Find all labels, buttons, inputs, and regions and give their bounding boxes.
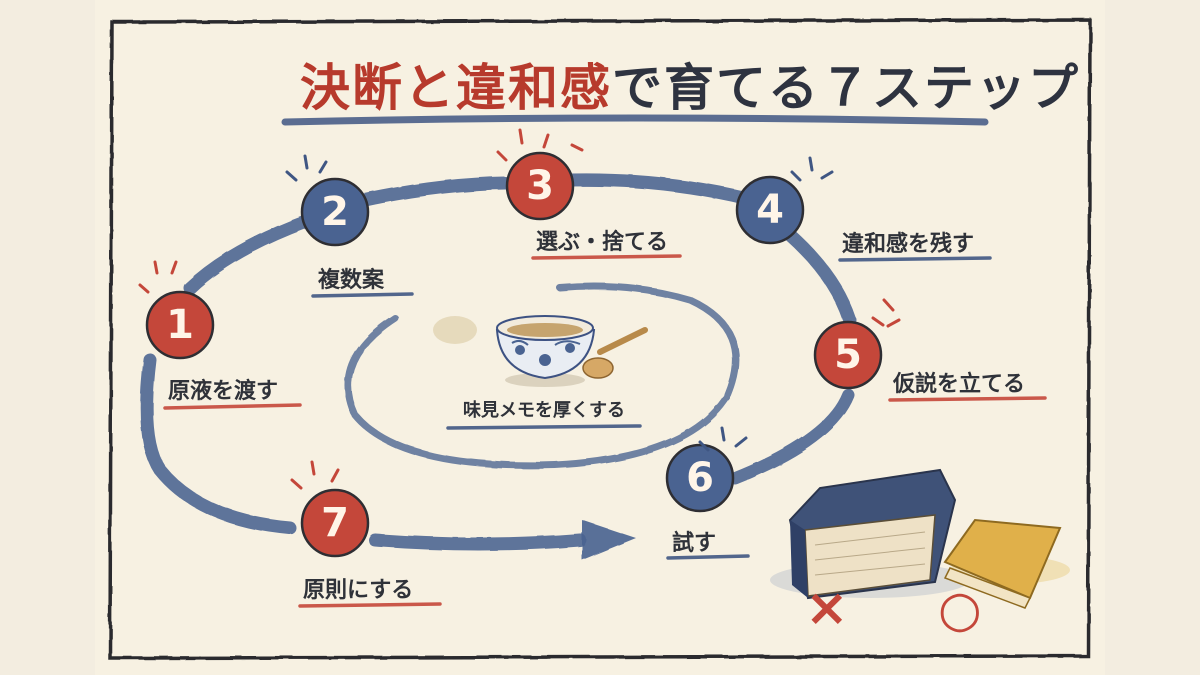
loop-arrowhead [582,520,636,560]
title-part-3: で育てる７ステップ [612,59,1080,117]
page-title: 決断と違和感で育てる７ステップ [300,48,1078,120]
title-part-1: 決断と [300,59,456,117]
tea-bowl-with-spoon-icon [433,315,648,387]
center-label: 味見メモを厚くする [463,400,625,421]
step-circle-3 [505,151,575,221]
cross-mark: × [805,578,849,638]
frame-border [108,18,1092,660]
step-label-4: 違和感を残す [842,232,975,257]
title-part-2: 違和感 [456,59,612,117]
sparkle-marks [138,128,901,490]
title-underline [281,114,989,126]
circle-mark: ○ [938,580,982,638]
step-number-7: 7 [321,500,349,546]
books-icon [770,468,1070,609]
outer-loop-path [140,173,857,551]
step-number-6: 6 [686,455,714,501]
step-circle-6 [665,443,735,513]
inner-spiral-path [344,283,740,469]
step-circles [145,151,883,558]
step-number-3: 3 [526,163,554,209]
step-number-5: 5 [834,332,862,378]
step-circle-1 [145,290,215,360]
step-label-3: 選ぶ・捨てる [536,230,669,255]
step-label-1: 原液を渡す [168,379,279,404]
step-number-4: 4 [756,187,784,233]
step-circle-5 [813,320,883,390]
label-underlines [163,254,1047,608]
step-label-6: 試す [672,531,717,556]
step-label-7: 原則にする [303,578,414,603]
step-circle-2 [300,177,370,247]
step-circle-4 [735,175,805,245]
step-number-1: 1 [166,302,194,348]
step-label-2: 複数案 [318,268,385,293]
step-circle-7 [300,488,370,558]
step-label-5: 仮説を立てる [893,372,1026,397]
step-number-2: 2 [321,189,349,235]
